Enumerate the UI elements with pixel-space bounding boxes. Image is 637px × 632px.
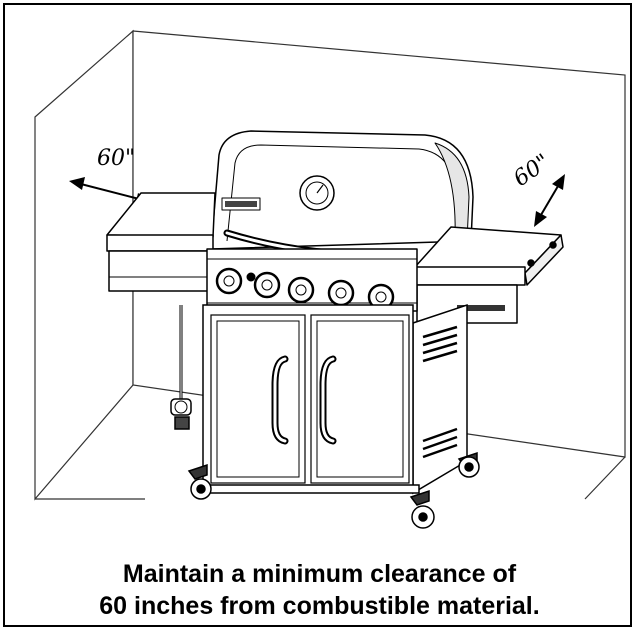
right-clearance-arrow [534,174,565,227]
grill-clearance-illustration: 60" 60" [34,29,626,529]
control-knobs [215,267,395,311]
grill [106,130,564,324]
caption-line-1: Maintain a minimum clearance of [122,560,517,588]
caption-line-2: 60 inches from combustible material. [99,592,540,620]
diagram-frame: 60" 60" [3,3,632,627]
casters [187,451,480,529]
left-clearance-label: 60" [97,146,135,171]
gas-regulator [170,305,192,430]
grill-cart [198,303,468,495]
